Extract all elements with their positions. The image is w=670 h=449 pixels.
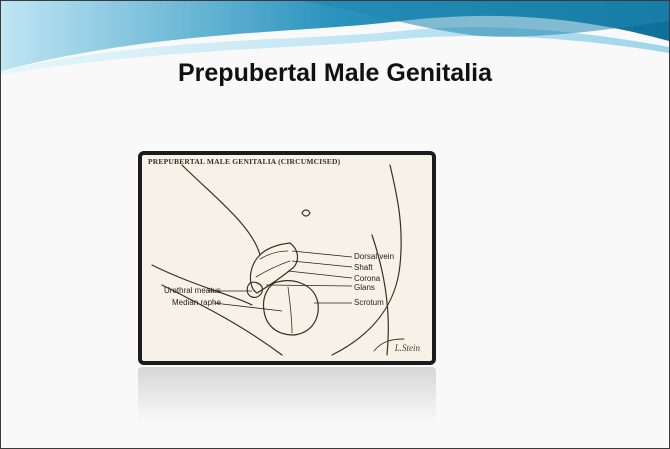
label-corona: Corona <box>354 274 380 283</box>
anatomical-illustration: Prepubertal Male Genitalia (Circumcised) <box>138 151 436 365</box>
figure-reflection <box>138 367 436 423</box>
label-scrotum: Scrotum <box>354 298 384 307</box>
label-urethral-meatus: Urethral meatus <box>164 286 221 295</box>
slide-title: Prepubertal Male Genitalia <box>1 59 669 88</box>
artist-signature: L.Stein <box>395 343 420 353</box>
figure-container: Prepubertal Male Genitalia (Circumcised) <box>138 151 436 365</box>
label-shaft: Shaft <box>354 263 373 272</box>
label-median-raphe: Median raphe <box>172 298 221 307</box>
label-dorsal-vein: Dorsal vein <box>354 252 394 261</box>
label-glans: Glans <box>354 283 375 292</box>
